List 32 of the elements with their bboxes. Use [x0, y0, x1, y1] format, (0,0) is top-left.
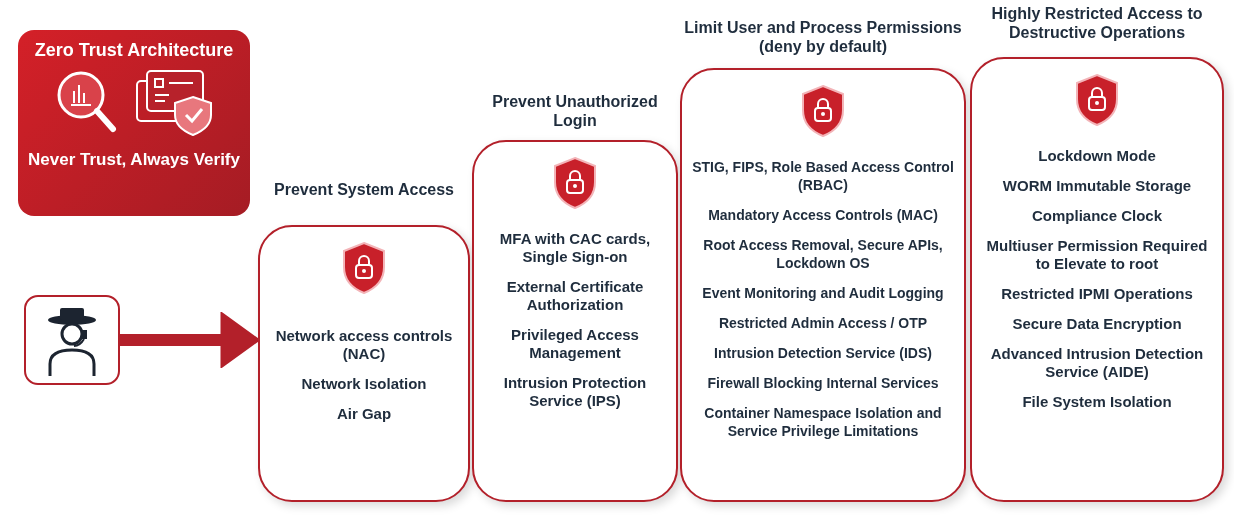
list-item: Privileged Access Management — [510, 326, 640, 362]
list-item: Advanced Intrusion Detection Service (AIDE) — [989, 345, 1205, 381]
column-heading: Prevent Unauthorized Login — [491, 92, 659, 130]
list-item: Lockdown Mode — [1038, 147, 1156, 165]
slogan: Never Trust, Always Verify — [28, 149, 240, 170]
list-item: Mandatory Access Controls (MAC) — [708, 206, 938, 224]
list-item: Restricted Admin Access / OTP — [718, 314, 928, 332]
list-item: File System Isolation — [1022, 393, 1172, 411]
list-item: Intrusion Detection Service (IDS) — [714, 344, 932, 362]
list-item: MFA with CAC cards, Single Sign-on — [498, 230, 652, 266]
list-item: WORM Immutable Storage — [1002, 177, 1192, 195]
column-heading: Limit User and Process Permissions (deny by default) — [683, 18, 963, 56]
arrow — [120, 312, 260, 368]
list-item: Root Access Removal, Secure APIs, Lockdown OS — [702, 236, 944, 272]
list-item: Intrusion Protection Service (IPS) — [502, 374, 648, 410]
list-item: External Certificate Authorization — [505, 278, 645, 314]
list-item: Network Isolation — [301, 375, 427, 393]
list-item: Air Gap — [336, 405, 392, 423]
title-card — [18, 30, 250, 216]
card-title: Zero Trust Architecture — [34, 40, 234, 61]
list-item: Secure Data Encryption — [1012, 315, 1182, 333]
column-heading: Highly Restricted Access to Destructive Operations — [990, 4, 1204, 42]
list-item: Multiuser Permission Required to Elevate to root — [985, 237, 1209, 273]
list-item: Restricted IPMI Operations — [1001, 285, 1193, 303]
list-item: Event Monitoring and Audit Logging — [702, 284, 944, 302]
column-heading: Prevent System Access — [273, 180, 455, 199]
list-item: Container Namespace Isolation and Service Privilege Limitations — [703, 404, 943, 440]
list-item: Compliance Clock — [1031, 207, 1162, 225]
attacker-box — [24, 295, 120, 385]
list-item: Network access controls (NAC) — [274, 327, 454, 363]
list-item: STIG, FIPS, Role Based Access Control (RBAC) — [692, 158, 954, 194]
list-item: Firewall Blocking Internal Services — [707, 374, 939, 392]
